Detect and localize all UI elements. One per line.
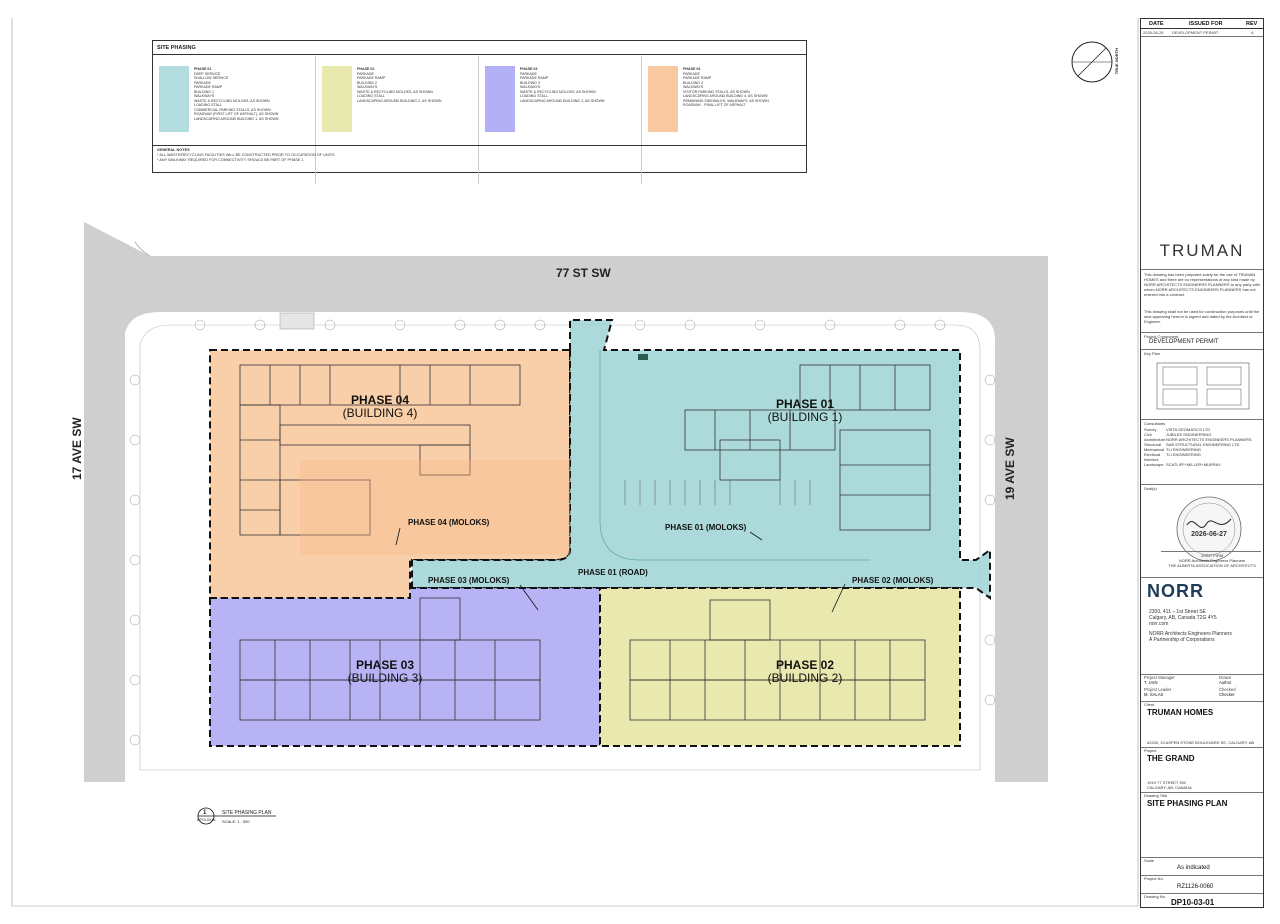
seal-label: Seal(s) [1144,486,1157,491]
phase-04-moloks-tag: PHASE 04 (MOLOKS) [408,518,490,527]
client-address: #2230, 10 ASPEN STONE BOULEVARD SE, CALG… [1147,740,1255,745]
scale-value: As indicated [1177,865,1210,871]
project-number-label: Project No. [1144,876,1164,881]
legend-general-notes: GENERAL NOTES * ALL WASTE/RECYCLING FACI… [157,148,335,162]
issue-header-row: DATE ISSUED FOR REV [1141,19,1263,29]
street-west: 17 AVE SW [70,417,84,480]
phase-01-road-tag: PHASE 01 (ROAD) [578,568,648,577]
scale-label: Scale [1144,858,1155,863]
parking-stalls [624,480,811,505]
project-label: Project [1144,748,1157,753]
seal-date: 2026-06-27 [1191,531,1227,538]
joint-firm: JOINT FIRM NORR Architects Engineers Pla… [1168,553,1256,568]
legend-swatch-phase-01 [159,66,189,132]
drawing-tag-symbol [197,807,276,825]
legend-swatch-phase-04 [648,66,678,132]
phase-03-label: PHASE 03 (BUILDING 3) [347,658,423,685]
drawing-tag-sheet: DP10-03-01 [197,818,216,822]
north-arrow-icon [1071,41,1113,83]
component-value: DEVELOPMENT PERMIT [1149,339,1219,345]
drawing-title: SITE PHASING PLAN [1147,799,1228,808]
truman-logo: TRUMAN [1159,241,1245,260]
building-2-outline [629,599,926,721]
client-label: Client [1144,702,1155,707]
street-north: 77 ST SW [556,266,611,280]
project-name: THE GRAND [1147,754,1195,763]
phase-01-label: PHASE 01 (BUILDING 1) [767,397,843,424]
client-name: TRUMAN HOMES [1147,708,1214,717]
legend-swatch-phase-02 [322,66,352,132]
drawing-tag-title: SITE PHASING PLAN [222,810,272,816]
consultants-label: Consultants [1144,421,1166,426]
phase-02-label: PHASE 02 (BUILDING 2) [767,658,843,685]
building-1-outline [684,364,931,531]
phase-04-label: PHASE 04 (BUILDING 4) [342,393,418,420]
legend-title: SITE PHASING [153,41,806,55]
north-arrow: TRUE NORTH [1068,34,1128,90]
norr-logo: NORR [1147,581,1204,601]
phase-01-zone [411,319,991,600]
drawing-tag-number: 1 [203,810,207,816]
phase-01-moloks-tag: PHASE 01 (MOLOKS) [665,523,747,532]
phase-02-moloks-tag: PHASE 02 (MOLOKS) [852,576,934,585]
project-number: RZ1126-0060 [1177,884,1214,890]
building-3-outline [239,597,541,721]
drawing-title-label: Drawing Title [1144,793,1168,798]
building-4-outline [239,364,521,536]
disclaimer-2: This drawing shall not be used for const… [1144,309,1260,324]
drawing-number: DP10-03-01 [1171,898,1215,907]
firm-info: NORR Architects Engineers Planners A Par… [1149,631,1232,643]
project-address: 1919 77 STREET SW CALGARY, AB, CANADA [1147,780,1192,790]
disclaimer-1: This drawing has been prepared solely fo… [1144,272,1260,297]
key-plan [1156,362,1250,410]
drawing-number-label: Drawing No. [1144,894,1167,899]
issue-row: 2026-06-26 DEVELOPMENT PERMIT A [1141,29,1263,37]
drawing-tag-scale: SCALE: 1 : 300 [222,819,250,824]
component-label: Project Component [1144,334,1179,339]
architect-seal [1176,496,1242,562]
street-east: 19 AVE SW [1003,437,1017,500]
project-team: Project Manager T. JAIN Drawn Author Pro… [1144,675,1236,697]
site-plan [84,222,1048,825]
phase-04-zone [209,349,571,599]
keyplan-label: Key Plan [1144,351,1161,356]
phase-03-moloks-tag: PHASE 03 (MOLOKS) [428,576,510,585]
title-block: DATE ISSUED FOR REV 2026-06-26 DEVELOPME… [1140,18,1264,908]
norr-address: 2300, 411 – 1st Street SE Calgary, AB, C… [1149,609,1217,627]
legend-swatch-phase-03 [485,66,515,132]
